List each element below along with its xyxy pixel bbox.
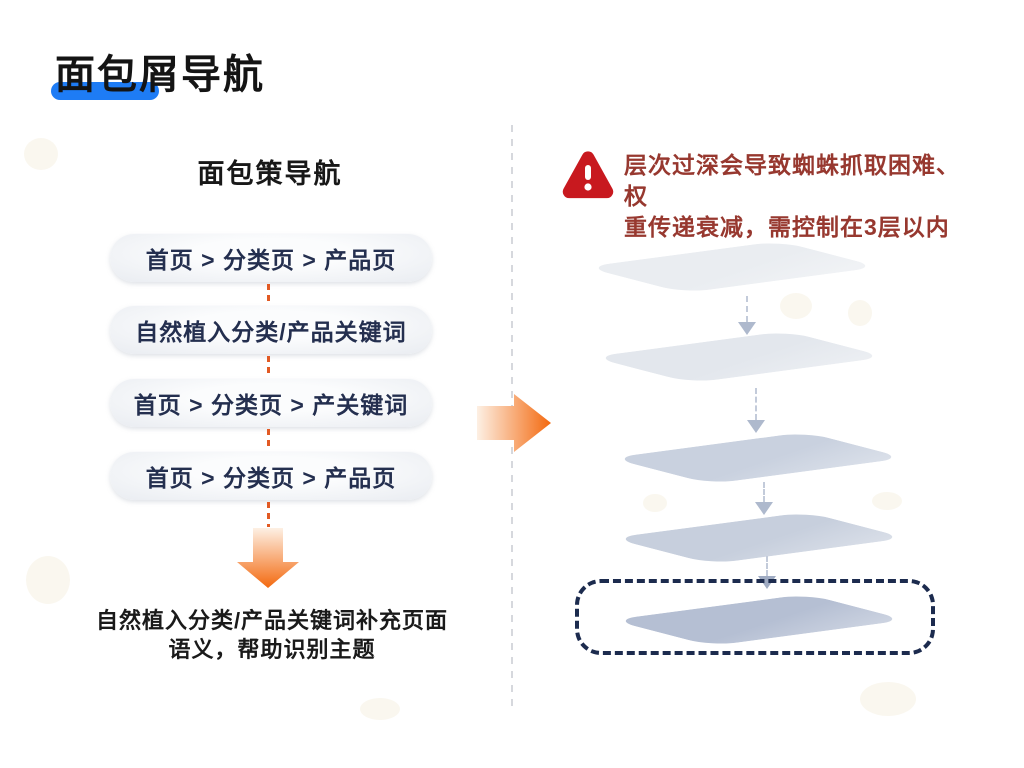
stack-layer-2 xyxy=(591,331,887,383)
arrow-head xyxy=(738,322,756,335)
decor-blob xyxy=(848,300,872,326)
decor-blob xyxy=(26,556,70,604)
pill-connector xyxy=(267,284,270,305)
stack-layer-3 xyxy=(610,432,906,484)
breadcrumb-heading: 面包策导航 xyxy=(197,159,343,189)
arrow-head xyxy=(755,502,773,515)
flow-right-arrow-icon xyxy=(477,394,551,457)
title-highlight-bar xyxy=(51,82,159,100)
stack-down-arrow-icon xyxy=(747,388,765,433)
breadcrumb-pill: 首页 > 分类页 > 产品页 xyxy=(110,234,432,282)
warning-icon xyxy=(562,151,614,206)
arrow-line xyxy=(766,556,768,576)
arrow-line xyxy=(755,388,757,420)
stack-down-arrow-icon xyxy=(738,296,756,335)
caption-line-1: 自然植入分类/产品关键词补充页面 xyxy=(95,608,449,633)
arrow-line xyxy=(763,482,765,502)
caption-line-2: 语义，帮助识别主题 xyxy=(168,637,376,662)
breadcrumb-pill: 首页 > 分类页 > 产关键词 xyxy=(110,379,432,427)
decor-blob xyxy=(860,682,916,716)
slide-header: 面包屑导航 xyxy=(51,42,265,100)
decor-blob xyxy=(24,138,58,170)
warning-text: 层次过深会导致蜘蛛抓取困难、权 重传递衰减，需控制在3层以内 xyxy=(624,150,969,243)
pill-connector xyxy=(267,356,270,377)
pill-connector xyxy=(267,502,270,527)
caption-text: 自然植入分类/产品关键词补充页面 语义，帮助识别主题 xyxy=(58,606,486,664)
pill-connector xyxy=(267,429,270,450)
arrow-line xyxy=(746,296,748,322)
page-title: 面包屑导航 xyxy=(55,53,265,97)
stack-down-arrow-icon xyxy=(755,482,773,515)
decor-blob xyxy=(872,492,902,510)
breadcrumb-pill: 自然植入分类/产品关键词 xyxy=(110,306,432,354)
decor-blob xyxy=(360,698,400,720)
flow-down-arrow-icon xyxy=(237,528,299,593)
decor-blob xyxy=(780,293,812,319)
breadcrumb-pill: 首页 > 分类页 > 产品页 xyxy=(110,452,432,500)
stack-layer-1 xyxy=(584,241,880,293)
warning-line-2: 重传递衰减，需控制在3层以内 xyxy=(624,214,950,240)
decor-blob xyxy=(643,494,667,512)
depth-limit-box xyxy=(575,579,935,655)
warning-line-1: 层次过深会导致蜘蛛抓取困难、权 xyxy=(624,152,960,209)
arrow-head xyxy=(747,420,765,433)
